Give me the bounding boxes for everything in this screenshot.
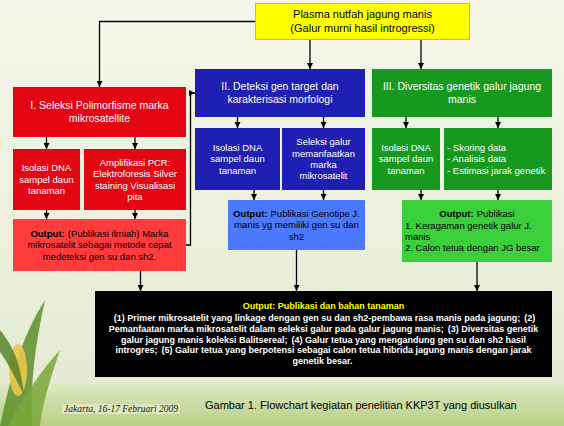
header-box: III. Diversitas genetik galur jagung man… — [372, 69, 552, 117]
flow-arrow — [420, 190, 421, 200]
box-text: - Skoring data — [447, 142, 549, 153]
flow-arrow — [46, 137, 47, 149]
flow-arrow — [186, 93, 195, 245]
flow-arrow — [497, 190, 498, 200]
box-text: Elektroforesis Silver staining Visualisa… — [87, 168, 183, 202]
box-text: 1. Keragaman genetik galur J. manis — [405, 220, 549, 243]
flow-arrow — [134, 210, 135, 219]
output-box: Output:Publikasi Genotipe J. manis yg me… — [228, 200, 365, 250]
process-box: - Skoring data- Analisis data- Estimasi … — [444, 128, 552, 190]
watermark-text: Jakarta, 16-17 Februari 2009 — [62, 404, 180, 414]
box-text: Plasma nutfah jagung manis — [259, 8, 466, 21]
box-text: Output: — [30, 228, 64, 239]
process-box: Isolasi DNA sampel daun tanaman — [372, 128, 440, 190]
box-text: (5) Galur tetua yang berpotensi sebagai … — [161, 345, 531, 366]
box-text: Isolasi DNA sampel daun tanaman — [198, 142, 277, 176]
output-box: Output: Publikasi1. Keragaman genetik gal… — [402, 200, 552, 262]
box-text: II. Deteksi gen target dan karakterisasi… — [198, 80, 362, 105]
box-text: - Estimasi jarak genetik — [447, 165, 549, 176]
header-box: I. Seleksi Polimorfisme marka mikrosatel… — [13, 87, 186, 137]
process-box: Isolasi DNA sampel daun tanaman — [13, 149, 80, 210]
flow-arrow — [497, 117, 498, 128]
flow-arrow — [140, 271, 141, 291]
flow-arrow — [296, 250, 297, 291]
box-text: Isolasi DNA sampel daun tanaman — [16, 162, 77, 196]
box-text: - Analisis data — [447, 153, 549, 164]
flow-arrow — [420, 40, 421, 69]
final-output-box: Output: Publikasi dan bahan tanaman(1) P… — [95, 291, 552, 377]
box-text: Output: Publikasi dan bahan tanaman — [101, 301, 546, 312]
box-text: 2. Calon tetua dengan JG besar — [405, 242, 549, 253]
flow-arrow — [237, 117, 238, 128]
box-text: Seleksi galur memanfaatkan marka mikrosa… — [285, 136, 362, 182]
box-text: III. Diversitas genetik galur jagung man… — [375, 80, 549, 105]
process-box: Amplifikasi PCR:Elektroforesis Silver st… — [84, 149, 186, 210]
box-text: Isolasi DNA sampel daun tanaman — [375, 142, 437, 176]
flow-arrow — [309, 40, 310, 69]
box-text: (Galur murni hasil introgressi) — [259, 22, 466, 35]
flow-arrow — [323, 117, 324, 128]
flow-arrow — [253, 190, 254, 200]
box-text: Output: — [439, 208, 473, 219]
flow-arrow — [405, 117, 406, 128]
figure-caption: Gambar 1. Flowchart kegiatan penelitian … — [205, 399, 517, 411]
corn-leaf — [0, 330, 24, 395]
flow-arrow — [46, 210, 47, 219]
flow-arrow — [476, 262, 477, 291]
process-box: Isolasi DNA sampel daun tanaman — [195, 128, 280, 190]
header-box: II. Deteksi gen target dan karakterisasi… — [195, 69, 365, 117]
box-text: Publikasi — [477, 208, 515, 219]
photo-strip — [0, 384, 564, 426]
output-box: Output:(Publikasi ilmiah) Marka mikrosat… — [13, 219, 186, 271]
box-text: (1) Primer mikrosatelit yang linkage den… — [114, 313, 521, 323]
flow-arrow — [323, 190, 324, 200]
box-text: Output: — [233, 208, 267, 219]
flow-arrow — [134, 137, 135, 149]
box-text: I. Seleksi Polimorfisme marka mikrosatel… — [16, 99, 183, 124]
process-box: Seleksi galur memanfaatkan marka mikrosa… — [282, 128, 365, 190]
source-box: Plasma nutfah jagung manis(Galur murni h… — [255, 3, 470, 40]
box-text: Amplifikasi PCR: — [87, 157, 183, 168]
